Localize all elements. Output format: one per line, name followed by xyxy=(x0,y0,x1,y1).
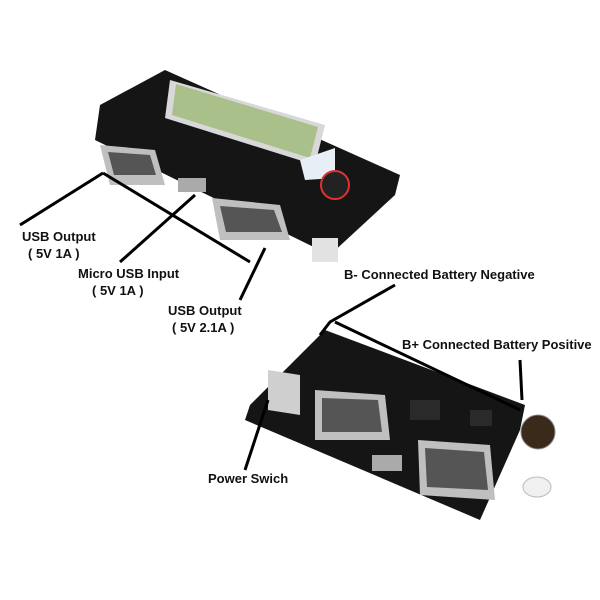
micro-usb-input-spec: ( 5V 1A ) xyxy=(92,283,144,298)
power-switch-top xyxy=(312,238,338,262)
micro-usb-input-title: Micro USB Input xyxy=(78,266,180,281)
led xyxy=(522,476,552,498)
usb-output-1-label: USB Output ( 5V 1A ) xyxy=(22,228,96,262)
usb-output-1-title: USB Output xyxy=(22,229,96,244)
usb-output-2-label: USB Output ( 5V 2.1A ) xyxy=(168,302,242,336)
micro-usb-port-bottom xyxy=(372,455,402,471)
bottom-board xyxy=(245,330,556,520)
usb-output-2-title: USB Output xyxy=(168,303,242,318)
usb-output-1-spec: ( 5V 1A ) xyxy=(28,246,80,261)
usb-output-2-spec: ( 5V 2.1A ) xyxy=(172,320,235,335)
annotation-lines xyxy=(19,171,524,471)
battery-negative-label: B- Connected Battery Negative xyxy=(344,267,535,282)
micro-usb-input-label: Micro USB Input ( 5V 1A ) xyxy=(78,265,179,299)
micro-usb-port xyxy=(178,178,206,192)
power-switch xyxy=(268,370,300,415)
battery-positive-label: B+ Connected Battery Positive xyxy=(402,337,592,352)
power-switch-label: Power Swich xyxy=(208,471,289,486)
inductor-bottom xyxy=(520,414,556,450)
top-board-lcd-module xyxy=(95,70,400,262)
inductor xyxy=(320,170,350,200)
lcd-screen xyxy=(172,84,318,158)
